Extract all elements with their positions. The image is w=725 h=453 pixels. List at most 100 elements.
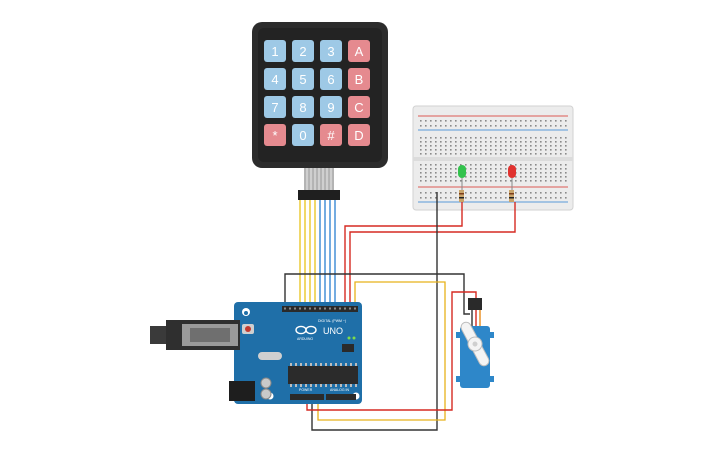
bb-hole [465,192,467,194]
bb-hole [455,125,457,127]
bb-hole [425,141,427,143]
bb-hole [470,145,472,147]
key-label: 2 [299,44,306,59]
bb-hole [450,176,452,178]
bb-hole [480,172,482,174]
bb-hole [425,172,427,174]
bb-hole [535,168,537,170]
bb-hole [565,141,567,143]
bb-hole [500,141,502,143]
bb-hole [455,164,457,166]
key-label: A [355,44,364,59]
bb-hole [560,137,562,139]
bb-hole [500,125,502,127]
bb-hole [485,153,487,155]
bb-hole [555,137,557,139]
bb-hole [550,176,552,178]
bb-hole [490,168,492,170]
bb-hole [480,180,482,182]
bb-hole [430,168,432,170]
resistor-1 [459,190,464,202]
bb-hole [525,125,527,127]
bb-hole [545,145,547,147]
bb-hole [515,176,517,178]
bb-hole [445,145,447,147]
header-pin [319,307,321,310]
bb-hole [475,145,477,147]
key-label: B [355,72,364,87]
key-label: 0 [299,128,306,143]
header-pin [344,307,346,310]
chip-pin [330,384,332,387]
bb-hole [555,197,557,199]
bb-hole [430,176,432,178]
bb-hole [460,164,462,166]
bb-hole [550,120,552,122]
bb-hole [550,153,552,155]
bb-hole [475,125,477,127]
bb-hole [480,125,482,127]
bb-hole [465,153,467,155]
bb-hole [535,172,537,174]
bb-hole [500,168,502,170]
bb-hole [520,149,522,151]
key-label: 5 [299,72,306,87]
bb-hole [495,137,497,139]
key-c [348,96,370,118]
wire-ground-breadboard [311,192,438,431]
bb-hole [535,180,537,182]
bb-hole [555,125,557,127]
bb-hole [485,125,487,127]
key-label: 7 [271,100,278,115]
bb-hole [470,141,472,143]
chip-pin [310,384,312,387]
wire-orange-servo [317,281,446,421]
key-label: 4 [271,72,278,87]
bb-hole [565,164,567,166]
bb-hole [540,180,542,182]
bb-hole [470,153,472,155]
bb-hole [545,125,547,127]
bb-hole [500,120,502,122]
key-1 [264,40,286,62]
bb-hole [430,192,432,194]
bb-hole [475,172,477,174]
chip-pin [295,363,297,366]
bb-hole [485,197,487,199]
bb-hole [420,168,422,170]
ribbon-lines [304,168,334,190]
bb-hole [430,149,432,151]
bb-hole [435,180,437,182]
bb-hole [500,180,502,182]
bb-hole [515,197,517,199]
bb-hole [455,137,457,139]
bb-hole [550,137,552,139]
bb-hole [445,180,447,182]
bb-hole [430,141,432,143]
bb-hole [550,168,552,170]
bb-hole [420,197,422,199]
bb-hole [555,141,557,143]
bb-hole [445,197,447,199]
bb-hole [540,137,542,139]
bb-hole [510,125,512,127]
green-led [458,165,466,202]
bb-hole [535,141,537,143]
bb-hole [525,168,527,170]
bb-hole [545,153,547,155]
bb-hole [490,145,492,147]
bb-hole [465,176,467,178]
key-label: * [272,128,277,143]
bb-hole [455,141,457,143]
bb-hole [440,141,442,143]
bb-hole [455,120,457,122]
bb-hole [525,180,527,182]
bb-hole [465,120,467,122]
chip-pin [305,363,307,366]
bb-hole [440,168,442,170]
bb-hole [530,120,532,122]
bb-hole [525,197,527,199]
chip-pin [295,384,297,387]
bb-hole [430,172,432,174]
